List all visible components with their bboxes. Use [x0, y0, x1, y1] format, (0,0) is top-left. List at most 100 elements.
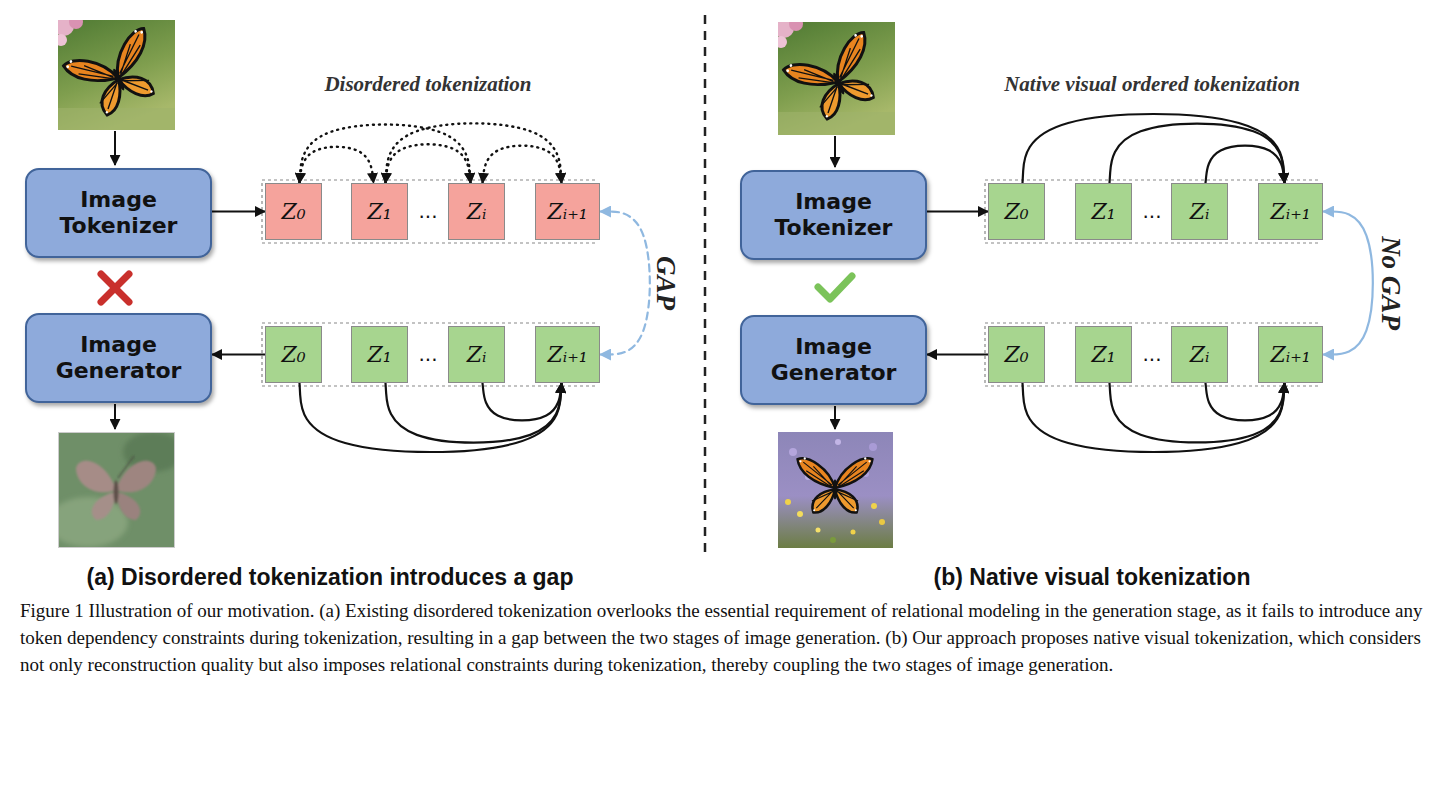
input-photo — [783, 31, 891, 127]
connector-arrow — [600, 212, 650, 355]
output-photo — [830, 537, 836, 543]
output-photo — [48, 432, 183, 548]
node-text: Zᵢ — [1190, 342, 1210, 367]
node-text: Image Generator — [37, 332, 200, 385]
connector-arrow — [1110, 383, 1285, 442]
output-photo — [871, 503, 877, 509]
ellipsis: ... — [1142, 342, 1161, 366]
output-photo — [48, 497, 128, 547]
node-text: Image Tokenizer — [752, 189, 915, 242]
input-photo — [69, 15, 83, 29]
input-photo — [778, 22, 895, 135]
connector-arrow — [386, 383, 562, 443]
output-photo — [59, 433, 175, 548]
output-photo — [92, 492, 116, 520]
cross-mark — [101, 274, 129, 302]
output-photo — [785, 499, 791, 505]
connector-arrow — [1023, 383, 1285, 452]
node-text: Z₁ — [367, 342, 391, 367]
output-photo — [869, 443, 877, 451]
output-photo — [816, 528, 821, 533]
token-cell: Z₀ — [988, 326, 1045, 383]
token-cell: Zᵢ — [1171, 183, 1228, 240]
panel-caption: (a) Disordered tokenization introduces a… — [87, 564, 574, 591]
input-photo — [63, 27, 171, 123]
cross-mark — [101, 274, 129, 302]
connector-arrow — [386, 123, 562, 183]
token-cell: Z₀ — [988, 183, 1045, 240]
input-photo — [58, 108, 175, 130]
token-cell: Zᵢ₊₁ — [1258, 326, 1323, 383]
connector-arrow — [300, 383, 562, 452]
connector-arrow — [1110, 124, 1285, 183]
token-cell: Z₁ — [1075, 326, 1132, 383]
output-photo — [116, 492, 140, 520]
connector-arrow — [212, 210, 265, 212]
node-text: Z₁ — [367, 199, 391, 224]
output-photo — [789, 448, 797, 456]
node-text: Z₀ — [281, 342, 305, 367]
section-heading: Disordered tokenization — [324, 72, 531, 97]
ellipsis: ... — [418, 342, 437, 366]
input-photo — [55, 34, 67, 46]
node-text: Z₁ — [1091, 199, 1115, 224]
node-text: Image Generator — [752, 334, 915, 387]
panel-caption: (b) Native visual tokenization — [934, 564, 1251, 591]
output-photo — [778, 432, 893, 548]
connector-arrow — [1023, 114, 1285, 183]
connector-arrow — [300, 147, 374, 183]
token-cell: Zᵢ₊₁ — [535, 183, 600, 240]
token-cell: Z₁ — [351, 183, 408, 240]
section-heading: Native visual ordered tokenization — [1004, 72, 1300, 97]
ellipsis: ... — [418, 199, 437, 223]
connector-arrow — [386, 144, 471, 183]
panel-divider — [704, 15, 707, 555]
output-photo — [851, 530, 856, 535]
process-box: Image Tokenizer — [740, 170, 927, 260]
token-cell: Zᵢ₊₁ — [1258, 183, 1323, 240]
input-photo — [789, 17, 803, 31]
ellipsis: ... — [1142, 199, 1161, 223]
token-cell: Z₀ — [265, 326, 322, 383]
input-photo — [775, 36, 787, 48]
output-photo — [76, 456, 156, 520]
check-mark — [818, 276, 852, 299]
output-photo — [835, 439, 841, 445]
flow-arrow — [834, 406, 836, 429]
output-photo — [879, 519, 885, 525]
edge-label: No GAP — [1375, 236, 1406, 330]
flow-arrow — [114, 131, 116, 165]
connector-arrow — [483, 146, 562, 183]
node-text: Zᵢ₊₁ — [547, 342, 587, 367]
token-cell: Z₀ — [265, 183, 322, 240]
input-photo — [63, 27, 171, 123]
output-photo — [798, 457, 873, 512]
process-box: Image Generator — [740, 315, 927, 405]
node-text: Zᵢ — [467, 199, 487, 224]
token-cell: Zᵢ — [1171, 326, 1228, 383]
node-text: Zᵢ₊₁ — [1270, 342, 1310, 367]
process-box: Image Tokenizer — [25, 168, 212, 258]
output-photo — [118, 456, 134, 478]
connector-arrow — [927, 210, 988, 212]
input-photo — [783, 31, 891, 127]
flow-arrow — [834, 136, 836, 167]
input-photo — [54, 15, 175, 130]
edge-label: GAP — [650, 256, 681, 310]
cross-mark — [101, 274, 129, 302]
output-photo — [114, 480, 119, 504]
input-photo — [778, 112, 895, 135]
connector-arrow — [1206, 146, 1285, 183]
connector-arrow — [927, 353, 988, 355]
flow-arrow — [114, 404, 116, 429]
output-photo — [76, 461, 116, 493]
process-box: Image Generator — [25, 313, 212, 403]
connector-arrow — [1323, 212, 1373, 355]
node-text: Zᵢ — [467, 342, 487, 367]
output-photo — [778, 432, 893, 548]
token-cell: Zᵢ — [448, 326, 505, 383]
node-text: Z₀ — [281, 199, 305, 224]
output-photo — [797, 511, 803, 517]
input-photo — [58, 20, 175, 130]
connector-arrow — [1206, 383, 1285, 420]
